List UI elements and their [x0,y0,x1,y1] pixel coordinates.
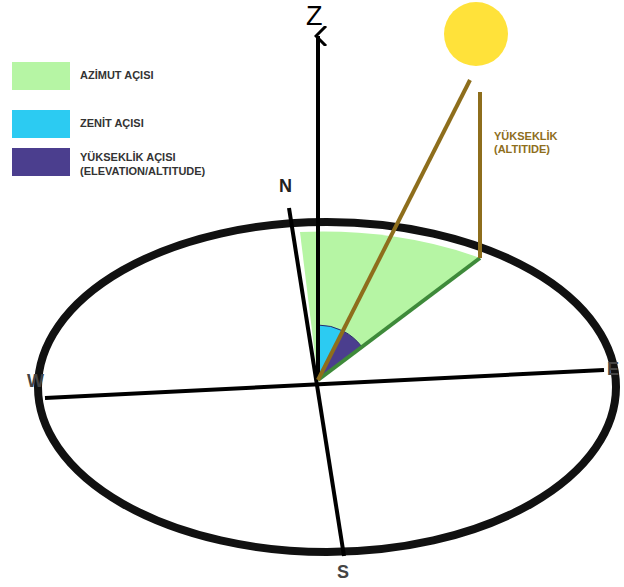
legend-text: YÜKSEKLİK AÇISI (ELEVATION/ALTITUDE) [80,151,230,179]
sun-ray [318,80,470,380]
axis-label: Z [306,0,323,32]
zenith-axis [316,36,320,380]
legend-swatch [12,62,70,90]
altitude-line [478,92,482,258]
axis-label: W [27,371,44,393]
legend-swatch [12,110,70,138]
axis-label: E [607,359,619,381]
legend-text: AZİMUT AÇISI [80,69,230,83]
legend-text: ZENİT AÇISI [80,117,230,131]
axis-label: S [337,562,349,584]
ground-projection [318,258,480,380]
axis-label: N [279,176,292,198]
altitude-label: YÜKSEKLİK (ALTITIDE) [494,130,570,156]
horizon-ellipse [38,222,616,552]
sun [444,2,508,66]
legend-swatch [12,148,70,176]
azimuth-sector [300,231,480,380]
